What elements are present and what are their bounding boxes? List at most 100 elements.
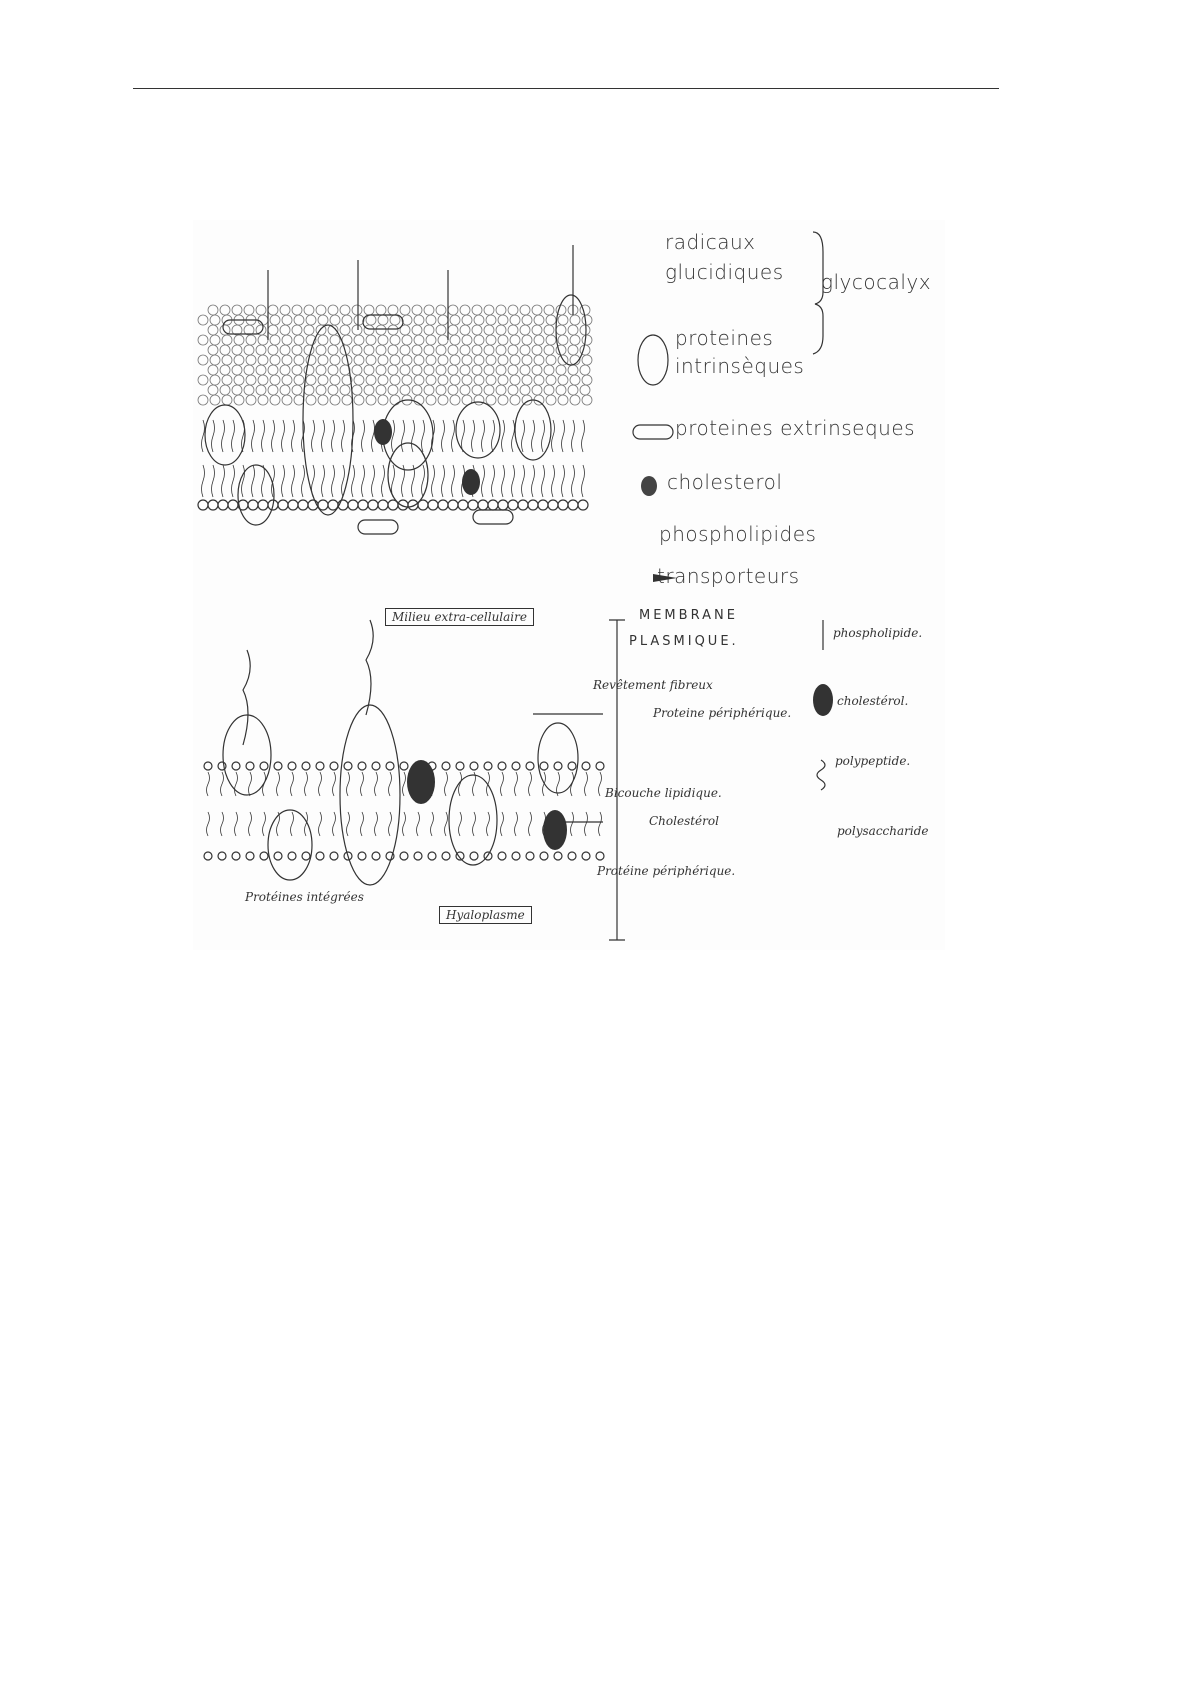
lipid-head — [279, 364, 291, 376]
lipid-head — [353, 354, 365, 366]
lipid-head — [413, 354, 425, 366]
lipid-head — [519, 344, 531, 356]
lipid-head — [509, 314, 521, 326]
lipid-head — [411, 384, 423, 396]
lipid-head — [531, 384, 543, 396]
label-transporteurs: transporteurs — [657, 564, 800, 588]
lipid-head — [327, 344, 339, 356]
lipid-head — [243, 304, 255, 316]
lipid-head — [257, 334, 269, 346]
lipid-head — [473, 314, 485, 326]
lipid-head — [469, 761, 479, 771]
lipid-head — [207, 344, 219, 356]
lipid-head — [449, 354, 461, 366]
label-proteines-integrees: Protéines intégrées — [245, 890, 364, 904]
lipid-head — [207, 384, 219, 396]
lipid-head — [483, 324, 495, 336]
lipid-tail — [458, 771, 462, 837]
lipid-tail — [304, 771, 308, 837]
lipid-head — [485, 374, 497, 386]
lipid-head — [317, 374, 329, 386]
label-glucidiques: glucidiques — [665, 260, 784, 284]
lipid-head — [339, 324, 351, 336]
lipid-head — [447, 344, 459, 356]
lipid-head — [441, 851, 451, 861]
lipid-head — [209, 374, 221, 386]
lipid-head — [207, 499, 219, 511]
lipid-head — [377, 394, 389, 406]
lipid-head — [197, 354, 209, 366]
lipid-head — [553, 761, 563, 771]
lipid-head — [423, 364, 435, 376]
label-cholesterol: cholesterol — [667, 470, 783, 494]
lipid-head — [399, 761, 409, 771]
intrinsic-protein — [302, 324, 354, 516]
lipid-head — [519, 384, 531, 396]
lipid-head — [341, 394, 353, 406]
legend-intrinsic-icon — [637, 334, 669, 386]
lipid-head — [509, 394, 521, 406]
lipid-head — [317, 354, 329, 366]
lipid-head — [457, 499, 469, 511]
lipid-head — [423, 344, 435, 356]
lipid-head — [545, 314, 557, 326]
lipid-head — [435, 304, 447, 316]
lipid-head — [497, 354, 509, 366]
lipid-head — [363, 364, 375, 376]
lipid-head — [413, 851, 423, 861]
lipid-head — [537, 499, 549, 511]
lipid-head — [413, 394, 425, 406]
lipid-head — [243, 384, 255, 396]
lipid-head — [389, 334, 401, 346]
lipid-head — [557, 499, 569, 511]
lipid-head — [197, 394, 209, 406]
lipid-head — [447, 324, 459, 336]
lipid-head — [303, 364, 315, 376]
lipid-tail — [584, 771, 588, 837]
legend-cholesterol-icon — [813, 684, 833, 716]
intrinsic-protein — [204, 404, 246, 466]
lipid-head — [209, 354, 221, 366]
lipid-head — [497, 851, 507, 861]
label-cholesterol-bottom: Cholestérol — [649, 814, 719, 828]
cholesterol-molecule — [374, 419, 392, 445]
lipid-head — [245, 761, 255, 771]
lipid-head — [425, 394, 437, 406]
lipid-head — [281, 314, 293, 326]
legend-polysaccharide: polysaccharide — [837, 824, 929, 838]
lipid-head — [401, 314, 413, 326]
extrinsic-protein — [357, 519, 399, 535]
lipid-head — [227, 499, 239, 511]
lipid-head — [351, 364, 363, 376]
lipid-head — [459, 304, 471, 316]
polysaccharide-chain — [242, 649, 251, 746]
lipid-head — [507, 384, 519, 396]
lipid-head — [293, 374, 305, 386]
lipid-head — [497, 314, 509, 326]
lipid-head — [413, 334, 425, 346]
lipid-head — [485, 354, 497, 366]
lipid-head — [327, 364, 339, 376]
lipid-head — [293, 334, 305, 346]
lipid-head — [279, 344, 291, 356]
legend-cholesterol: cholestérol. — [837, 694, 909, 708]
lipid-head — [579, 364, 591, 376]
lipid-head — [471, 384, 483, 396]
lipid-tail — [321, 419, 325, 498]
lipid-head — [447, 384, 459, 396]
lipid-head — [315, 384, 327, 396]
lipid-head — [353, 394, 365, 406]
lipid-head — [231, 344, 243, 356]
lipid-head — [293, 354, 305, 366]
lipid-tail — [421, 419, 425, 498]
lipid-head — [377, 499, 389, 511]
lipid-tail — [261, 419, 265, 498]
legend-icons — [816, 620, 826, 791]
label-membrane: MEMBRANE — [639, 608, 738, 623]
lipid-head — [219, 344, 231, 356]
lipid-head — [473, 354, 485, 366]
label-proteine-peripherique-bottom: Protéine périphérique. — [597, 864, 736, 878]
lipid-head — [217, 499, 229, 511]
lipid-head — [423, 324, 435, 336]
lipid-head — [567, 324, 579, 336]
